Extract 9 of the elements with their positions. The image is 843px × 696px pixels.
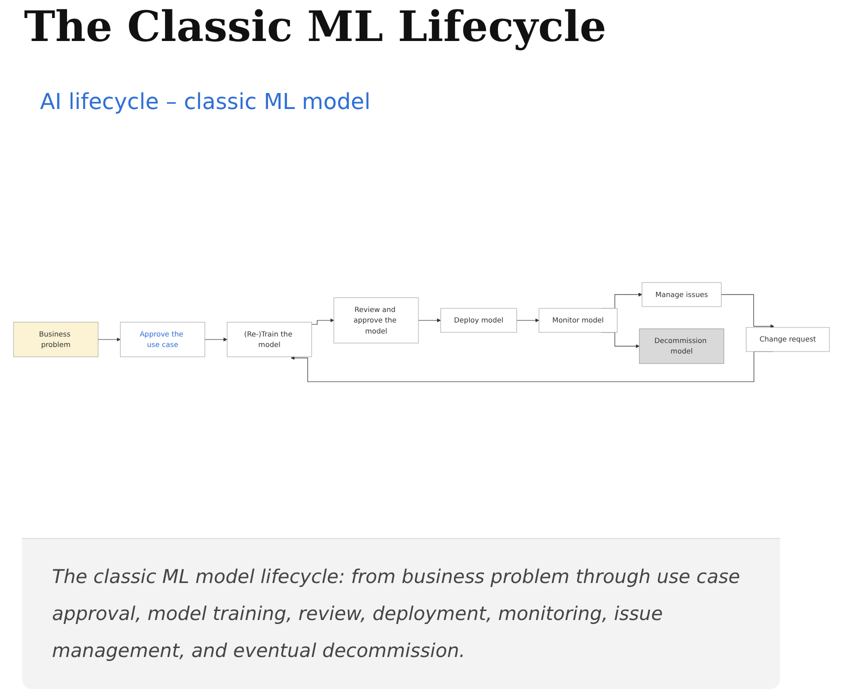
arrow <box>98 338 121 342</box>
arrow <box>311 318 334 325</box>
page-title: The Classic ML Lifecycle <box>24 2 606 51</box>
arrow <box>418 318 441 323</box>
arrow <box>516 318 540 323</box>
arrow <box>720 294 774 329</box>
arrow <box>204 338 228 342</box>
figure-caption: The classic ML model lifecycle: from business problem through use case approval, model training, review, deployment, monitoring, issue management, and eventual decommission. <box>52 565 742 664</box>
diagram-subtitle: AI lifecycle – classic ML model <box>40 90 370 115</box>
